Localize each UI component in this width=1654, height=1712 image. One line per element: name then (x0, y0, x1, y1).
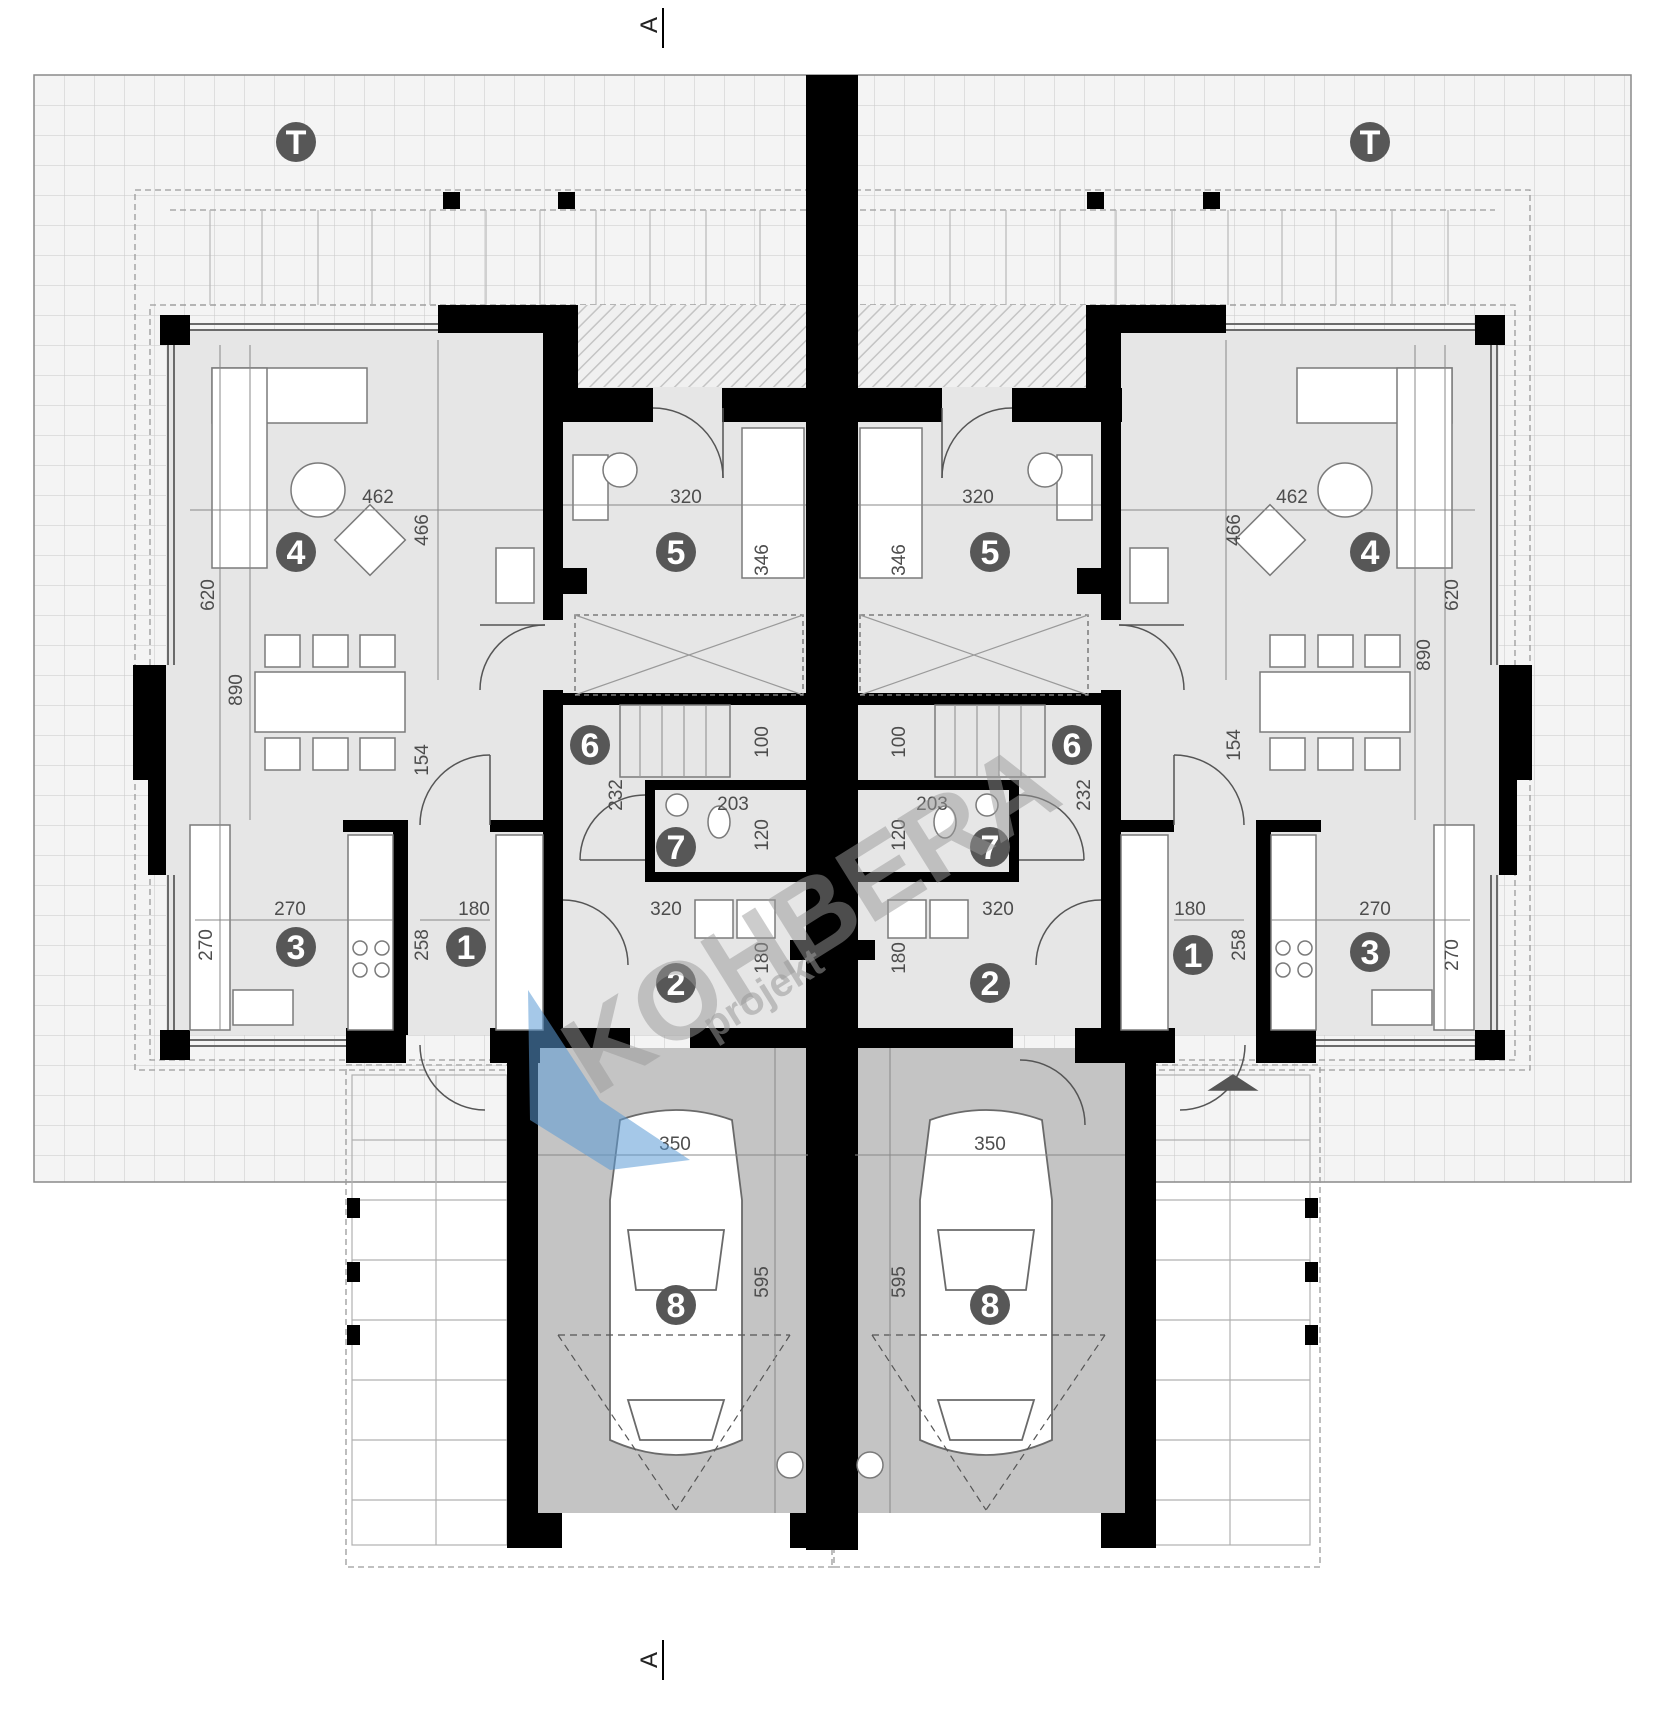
dimension-labels-left: 462 466 620 890 154 270 270 180 258 320 … (196, 487, 773, 1298)
dim-garage-depth: 595 (889, 1266, 910, 1298)
dim-bath-width: 203 (916, 794, 948, 815)
dim-bath-width: 203 (717, 794, 749, 815)
walls (133, 75, 1532, 1550)
pergola-slats (209, 210, 1449, 305)
room-badge-3: 3 (1361, 934, 1380, 972)
room-badge-4: 4 (287, 534, 306, 572)
canopy-posts (347, 1198, 1318, 1345)
dim-kitchen-depth: 270 (1442, 939, 1463, 971)
dim-entry-height: 154 (1224, 729, 1245, 761)
dim-bath-depth: 120 (889, 819, 910, 851)
dim-kitchen-width: 270 (274, 899, 306, 920)
dim-kitchen-depth: 270 (196, 929, 217, 961)
dimension-lines (190, 340, 1475, 1513)
dim-living-width: 462 (1276, 487, 1308, 508)
dim-bed-width: 320 (962, 487, 994, 508)
room-badges-left: 1 2 3 4 5 6 7 8 (276, 532, 696, 1325)
windows (167, 323, 1498, 1047)
dim-hall2-width: 320 (650, 899, 682, 920)
stair-lines (574, 614, 1089, 777)
dim-garage-width: 350 (974, 1134, 1006, 1155)
dim-living-width: 462 (362, 487, 394, 508)
dim-living-depth: 466 (1224, 514, 1245, 546)
dim-bath-depth: 120 (752, 819, 773, 851)
room-badge-6: 6 (1063, 727, 1082, 765)
dim-hall2-depth: 180 (889, 942, 910, 974)
room-badge-2: 2 (667, 965, 686, 1003)
dim-living-height: 620 (198, 579, 219, 611)
garage-doors (557, 1334, 1106, 1511)
dim-hall2-depth: 180 (752, 942, 773, 974)
hatched-niches (578, 305, 1086, 387)
section-label-bottom: A (636, 1652, 663, 1668)
cars (609, 1109, 1053, 1456)
dim-hall-depth: 258 (412, 929, 433, 961)
dim-hall-width: 180 (1174, 899, 1206, 920)
dim-stair-width: 100 (752, 726, 773, 758)
door-swings (419, 407, 1259, 1126)
dim-bed-depth: 346 (889, 544, 910, 576)
section-label-top: A (636, 17, 663, 33)
dim-entry-height: 154 (412, 744, 433, 776)
dim-bed-width: 320 (670, 487, 702, 508)
pergola-posts (443, 192, 1220, 209)
room-badge-1: 1 (1184, 937, 1203, 975)
room-badge-2: 2 (981, 965, 1000, 1003)
dim-bath-side: 232 (606, 779, 627, 811)
room-badge-7: 7 (981, 829, 1000, 867)
section-marker-bottom: A (636, 1640, 664, 1680)
dim-stair-width: 100 (889, 726, 910, 758)
room-badge-4: 4 (1361, 534, 1380, 572)
dimension-labels-right: 462 466 620 890 154 270 270 180 258 320 … (889, 487, 1463, 1298)
terrace-tag-left: T (286, 124, 307, 162)
dim-living-total: 890 (226, 674, 247, 706)
terrace-tags: T T (276, 122, 1390, 162)
dim-bed-depth: 346 (752, 544, 773, 576)
room-badge-5: 5 (981, 534, 1000, 572)
room-badges-right: 1 2 3 4 5 6 7 8 (970, 532, 1390, 1325)
room-badge-1: 1 (457, 929, 476, 967)
terrace-tag-right: T (1360, 124, 1381, 162)
dim-living-total: 890 (1414, 639, 1435, 671)
section-marker-top: A (636, 8, 664, 48)
room-badge-8: 8 (667, 1287, 686, 1325)
dim-kitchen-width: 270 (1359, 899, 1391, 920)
dim-living-depth: 466 (412, 514, 433, 546)
dim-bath-side: 232 (1074, 779, 1095, 811)
room-badge-7: 7 (667, 829, 686, 867)
dim-hall-width: 180 (458, 899, 490, 920)
dim-garage-depth: 595 (752, 1266, 773, 1298)
room-badge-6: 6 (581, 727, 600, 765)
room-badge-5: 5 (667, 534, 686, 572)
dim-hall2-width: 320 (982, 899, 1014, 920)
furniture (189, 367, 1475, 1479)
room-badge-3: 3 (287, 929, 306, 967)
watermark-logo-shape (528, 990, 690, 1170)
dim-living-height: 620 (1442, 579, 1463, 611)
room-badge-8: 8 (981, 1287, 1000, 1325)
dim-hall-depth: 258 (1229, 929, 1250, 961)
